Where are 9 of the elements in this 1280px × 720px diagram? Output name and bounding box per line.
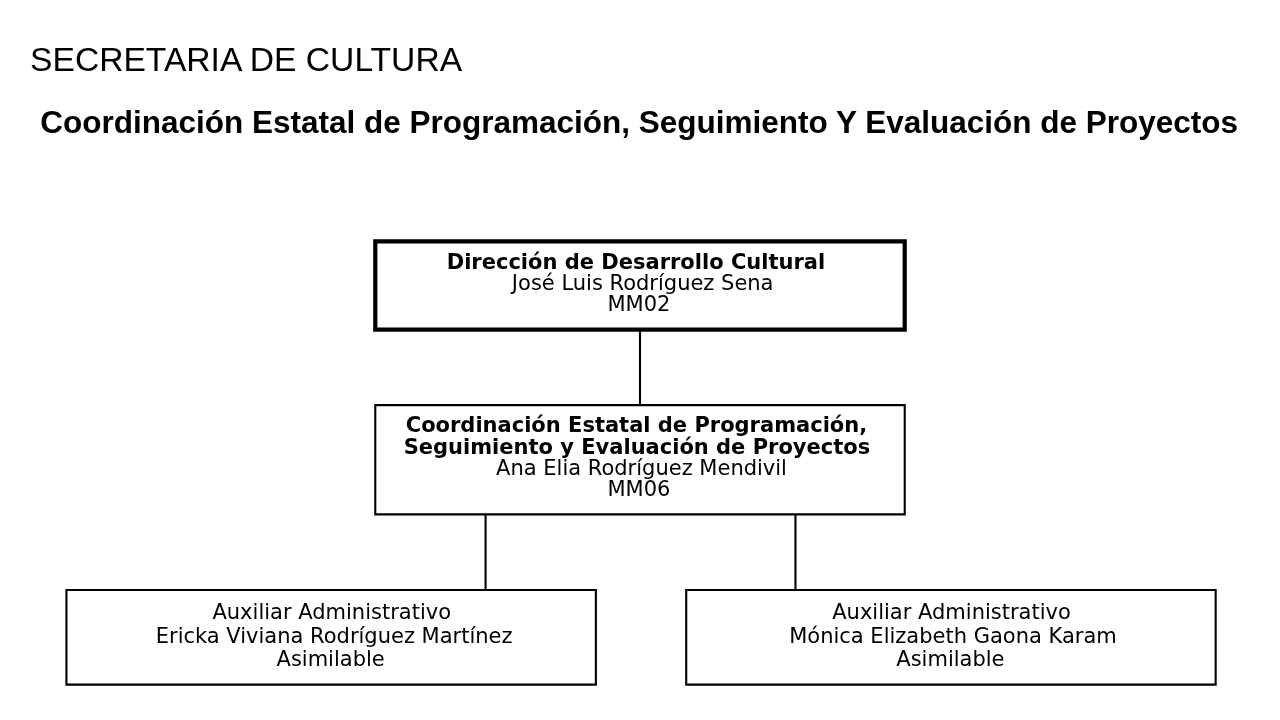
node-box: Coordinación Estatal de Programación, Seguimiento y Evaluación de Proyectos Ana Elia Rodríguez Mendivil MM06 [374, 404, 906, 516]
connector [794, 515, 797, 590]
connector [484, 515, 487, 590]
label: Coordinación Estatal de Programación, Seguimiento Y Evaluación de Proyectos [40, 104, 1239, 141]
diagram-title: SECRETARIA DE CULTURA [30, 40, 463, 78]
node-box: Auxiliar Administrativo Mónica Elizabeth Gaona Karam Asimilable [685, 589, 1217, 686]
connector [638, 330, 642, 406]
node-box: Auxiliar Administrativo Ericka Viviana Rodríguez Martínez Asimilable [65, 589, 597, 686]
node-box: Dirección de Desarrollo Cultural José Luis Rodríguez Sena MM02 [373, 239, 907, 332]
